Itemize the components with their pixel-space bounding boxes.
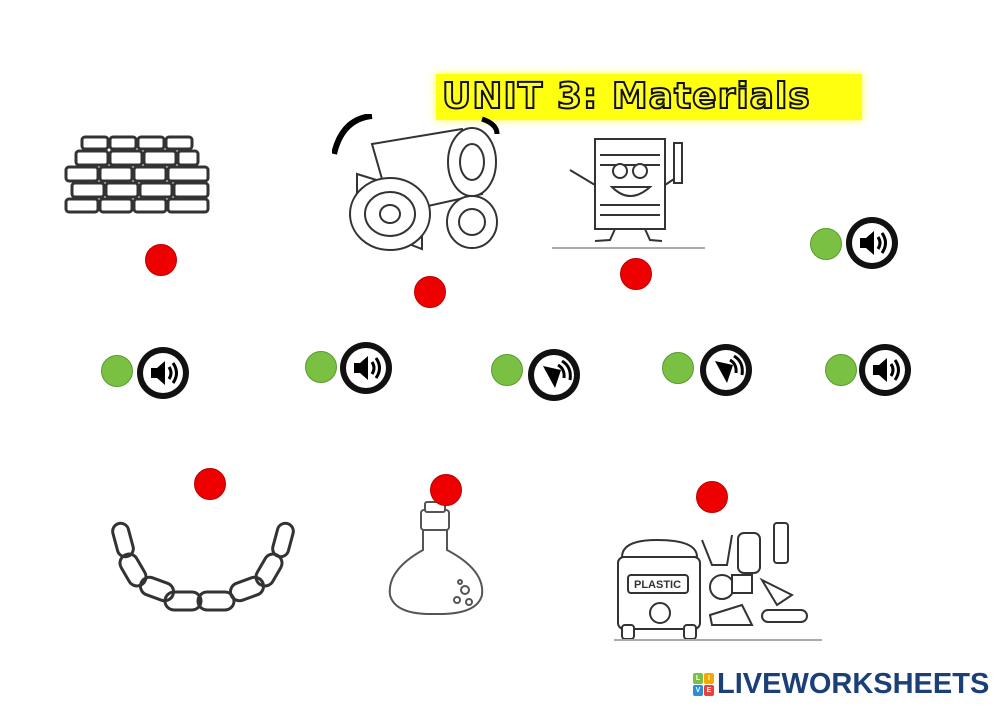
drop-target-metal[interactable]	[194, 468, 226, 500]
drop-target-glass[interactable]	[430, 474, 462, 506]
plastic-label: PLASTIC	[634, 579, 681, 591]
speaker-icon	[346, 348, 386, 388]
logo-tile: L	[693, 672, 703, 684]
speaker-icon	[143, 353, 183, 393]
drag-handle-1[interactable]	[810, 228, 842, 260]
worksheet-title: UNIT 3: Materials	[436, 74, 862, 120]
speaker-icon	[706, 350, 746, 390]
drop-target-paper[interactable]	[620, 258, 652, 290]
logo-tile: V	[693, 684, 703, 696]
title-text: UNIT 3: Materials	[441, 75, 811, 118]
metal-chain-image	[111, 521, 295, 612]
logo-tiles: L I V E	[693, 672, 714, 696]
paper-image	[552, 138, 705, 249]
speaker-icon	[865, 350, 905, 390]
drop-target-wood[interactable]	[414, 276, 446, 308]
brand-name: LIVEWORKSHEETS	[717, 667, 990, 700]
wood-logs-image	[332, 114, 500, 251]
audio-button-3[interactable]	[340, 342, 392, 394]
audio-button-4[interactable]	[528, 349, 580, 401]
drag-handle-2[interactable]	[101, 355, 133, 387]
plastic-image: PLASTIC	[614, 522, 822, 641]
liveworksheets-logo: L I V E LIVEWORKSHEETS	[693, 667, 990, 700]
logo-tile: E	[704, 684, 714, 696]
bricks-image	[64, 135, 210, 214]
audio-button-6[interactable]	[859, 344, 911, 396]
logo-tile: I	[704, 672, 714, 684]
drag-handle-6[interactable]	[825, 354, 857, 386]
drag-handle-4[interactable]	[491, 354, 523, 386]
speaker-icon	[852, 223, 892, 263]
drop-target-bricks[interactable]	[145, 244, 177, 276]
audio-button-2[interactable]	[137, 347, 189, 399]
speaker-icon	[534, 355, 574, 395]
audio-button-5[interactable]	[700, 344, 752, 396]
drop-target-plastic[interactable]	[696, 481, 728, 513]
drag-handle-3[interactable]	[305, 351, 337, 383]
glass-flask-image	[388, 501, 484, 616]
audio-button-1[interactable]	[846, 217, 898, 269]
drag-handle-5[interactable]	[662, 352, 694, 384]
